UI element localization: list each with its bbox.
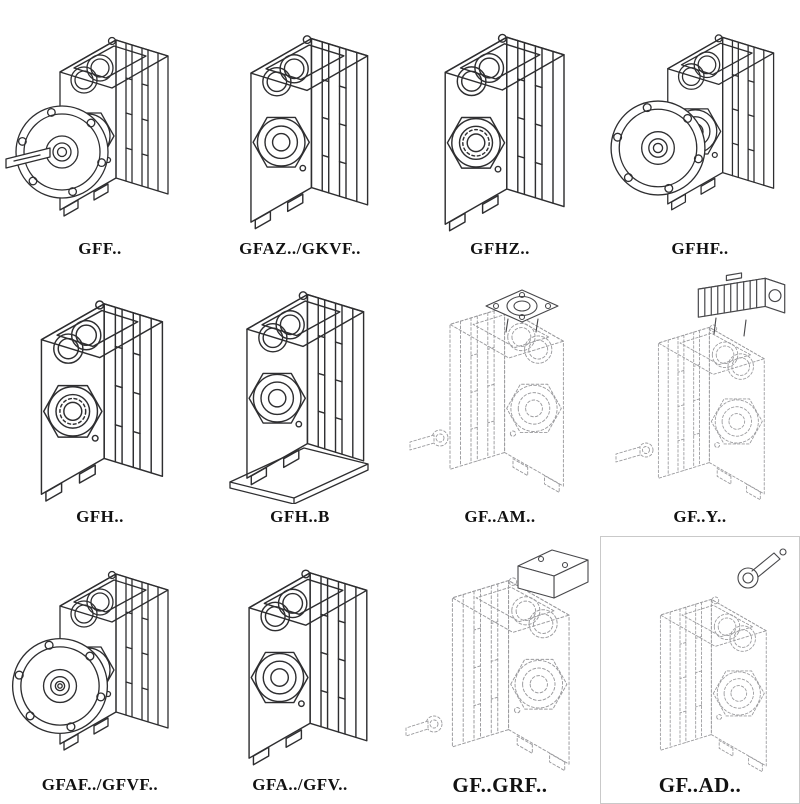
catalog-cell-gf-grf: GF..GRF.. [400, 536, 600, 804]
catalog-cell-gfaz-gkvf: GFAZ../GKVF.. [200, 0, 400, 268]
catalog-cell-gf-ad: GF..AD.. [600, 536, 800, 804]
gearbox-drawing-gfaz-gkvf [200, 2, 400, 236]
catalog-cell-gf-y: GF..Y.. [600, 268, 800, 536]
model-label: GF..AD.. [658, 773, 742, 797]
gearbox-drawing-gfh-b [200, 270, 400, 504]
catalog-cell-gfhz: GFHZ.. [400, 0, 600, 268]
gearbox-drawing-gf-y-motor [600, 270, 800, 504]
gearbox-drawing-gff [0, 2, 200, 236]
gearbox-drawing-gfhz [400, 2, 600, 236]
catalog-cell-gfhf: GFHF.. [600, 0, 800, 268]
gearbox-drawing-gfa-gfv [200, 538, 400, 772]
gearbox-drawing-gfh [0, 270, 200, 504]
catalog-cell-gfh: GFH.. [0, 268, 200, 536]
model-label: GFHZ.. [470, 239, 530, 258]
gearbox-drawing-gf-grf [400, 538, 600, 772]
catalog-cell-gfh-b: GFH..B [200, 268, 400, 536]
catalog-cell-gfa-gfv: GFA../GFV.. [200, 536, 400, 804]
model-label: GFHF.. [671, 239, 729, 258]
model-label: GF..GRF.. [452, 773, 548, 797]
model-label: GF..Y.. [673, 507, 727, 526]
model-label: GFH.. [76, 507, 124, 526]
catalog-cell-gf-am: GF..AM.. [400, 268, 600, 536]
model-label: GFF.. [78, 239, 122, 258]
model-label: GFA../GFV.. [252, 775, 348, 794]
model-label: GFAZ../GKVF.. [239, 239, 361, 258]
catalog-cell-gfaf-gfvf: GFAF../GFVF.. [0, 536, 200, 804]
gearbox-drawing-gf-ad [600, 538, 800, 772]
gearbox-drawing-gfhf [600, 2, 800, 236]
gearbox-drawing-gfaf-gfvf [0, 538, 200, 772]
catalog-cell-gff: GFF.. [0, 0, 200, 268]
model-label: GF..AM.. [464, 507, 536, 526]
model-label: GFAF../GFVF.. [41, 775, 159, 794]
model-label: GFH..B [270, 507, 330, 526]
gearbox-drawing-gf-am [400, 270, 600, 504]
